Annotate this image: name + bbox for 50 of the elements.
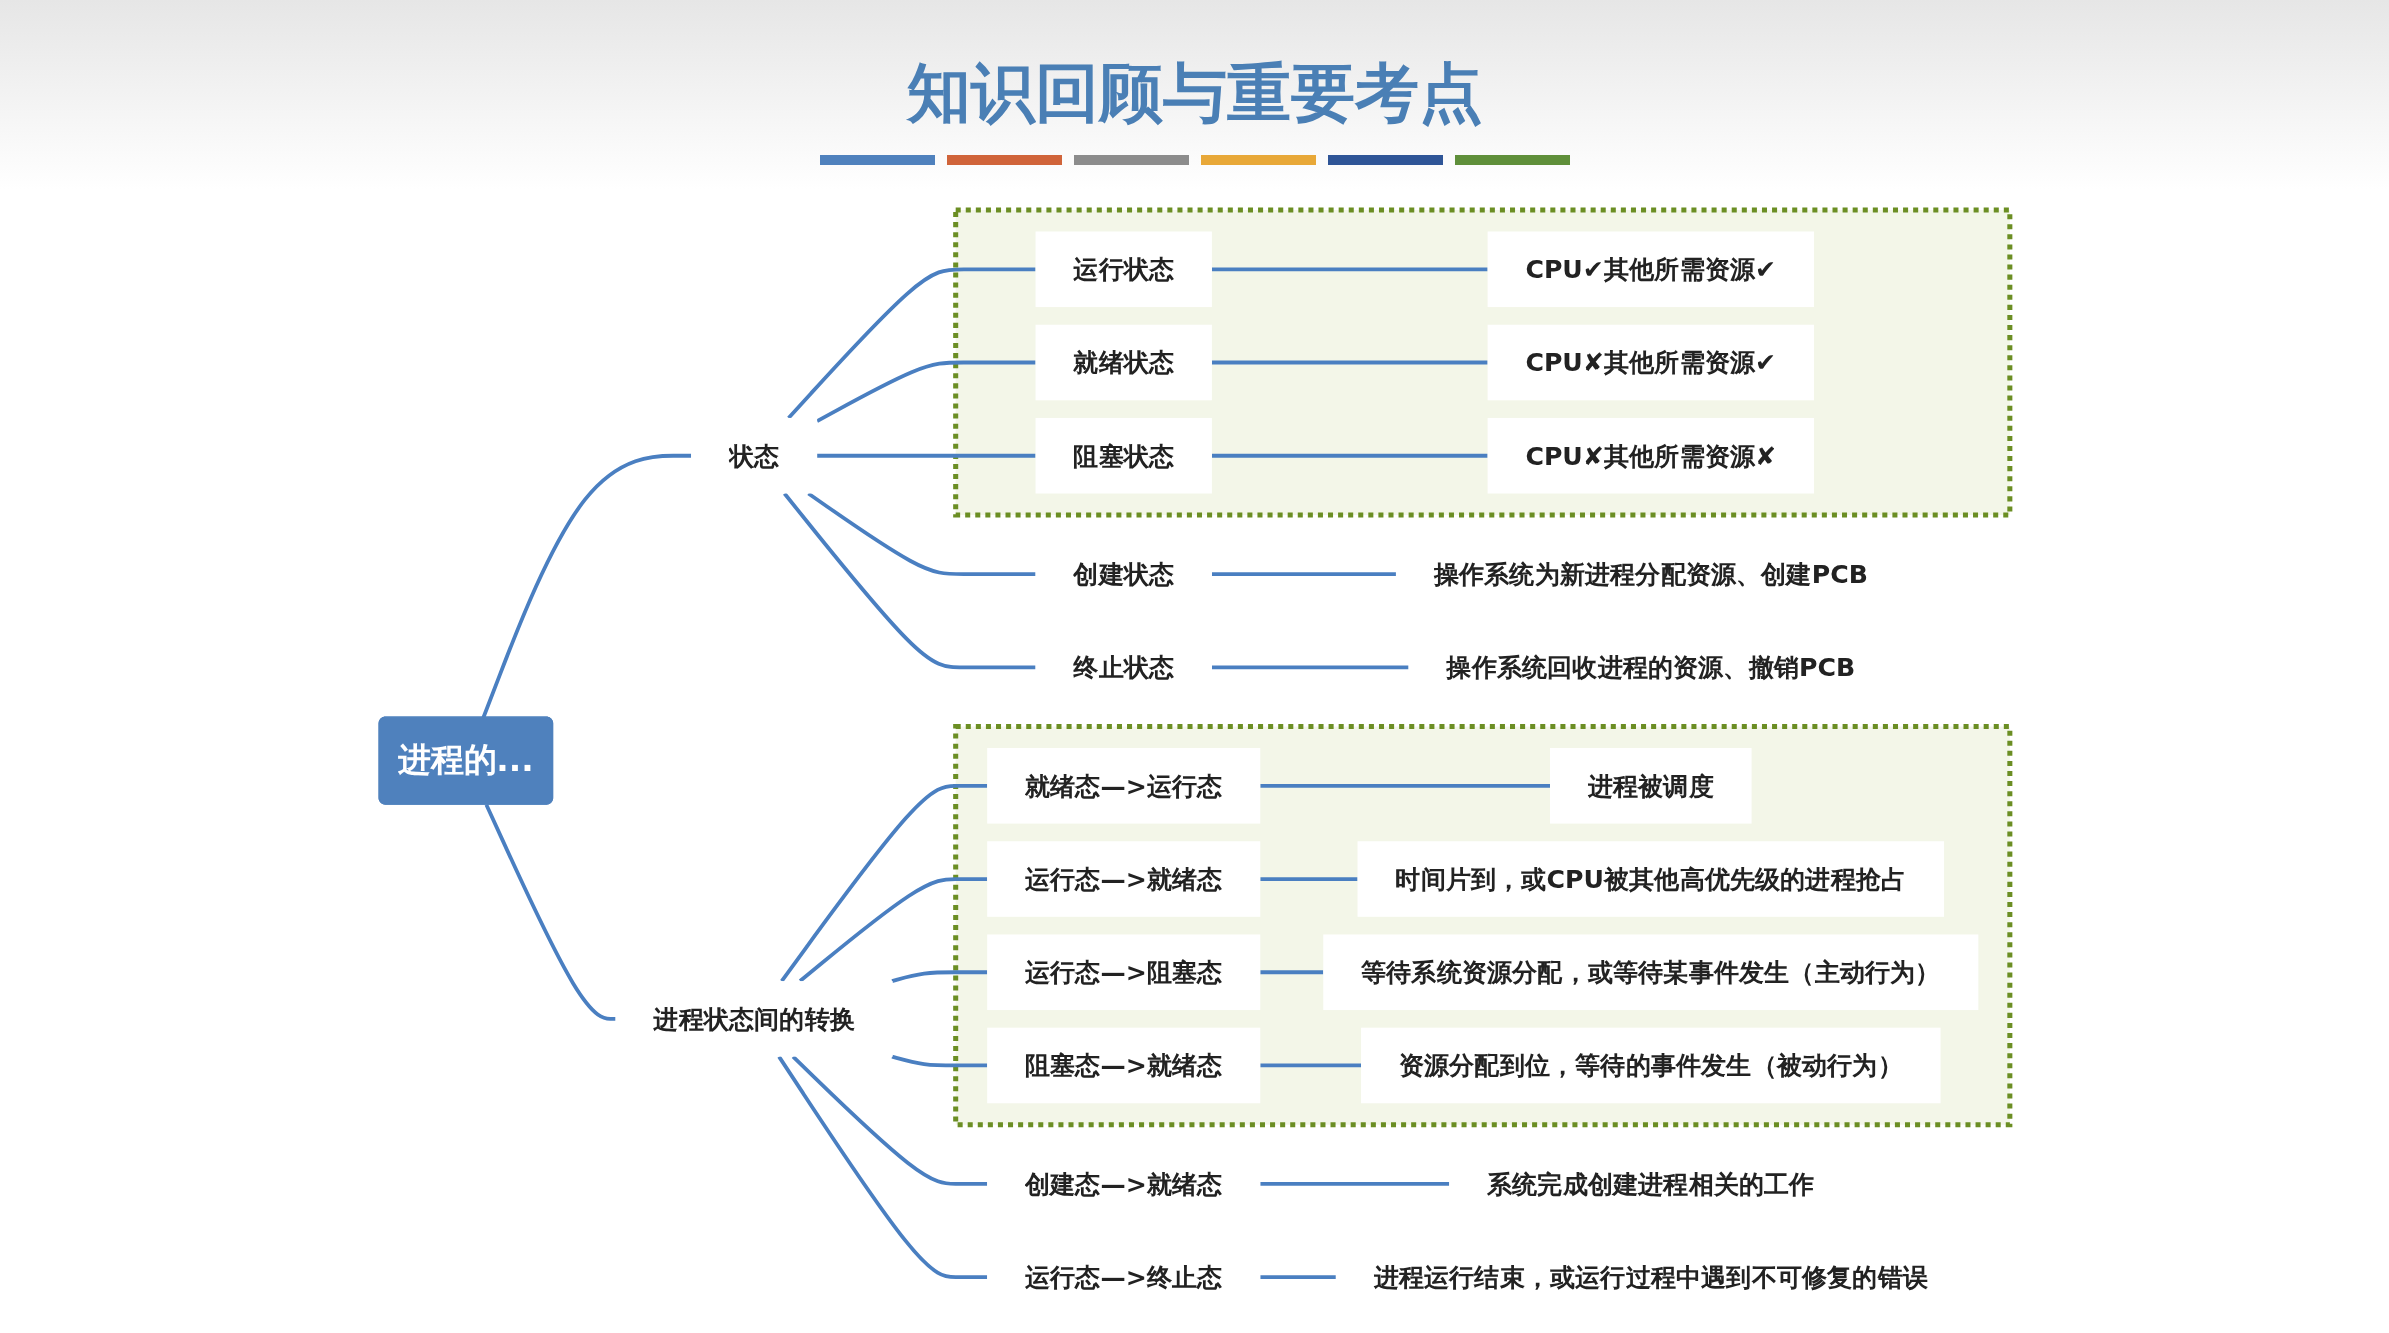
node-box: 等待系统资源分配，或等待某事件发生（主动行为）: [1323, 934, 1979, 1011]
connector: [481, 453, 692, 719]
connector: [1260, 877, 1358, 881]
connector: [798, 877, 988, 983]
node-box: 就绪状态: [1035, 324, 1212, 401]
node-text: 创建态—>就绪态: [1024, 1168, 1223, 1200]
node-box: 阻塞态—>就绪态: [987, 1027, 1261, 1104]
connector: [1260, 1275, 1336, 1280]
connector: [816, 360, 1036, 423]
node-text: 创建状态: [1073, 559, 1175, 590]
connector: [1211, 572, 1396, 577]
node-box: CPU✘其他所需资源✘: [1487, 417, 1814, 494]
node-text: 系统完成创建进程相关的工作: [1487, 1168, 1815, 1200]
node-box: 运行态—>阻塞态: [987, 934, 1261, 1011]
connector: [1211, 453, 1488, 458]
connector: [1260, 1063, 1362, 1068]
cluster: [953, 724, 2013, 1128]
connector: [1260, 1182, 1450, 1186]
connector: [1211, 665, 1409, 670]
node-box: 进程被调度: [1550, 748, 1752, 824]
node-text: 进程状态间的转换: [653, 1003, 855, 1034]
connector: [817, 453, 1036, 458]
connector: [783, 492, 1036, 670]
node-box: 资源分配到位，等待的事件发生（被动行为）: [1361, 1027, 1941, 1104]
connector: [807, 491, 1036, 577]
node-box: 运行态—>就绪态: [987, 841, 1261, 917]
connector: [1211, 267, 1488, 272]
node-text: 进程运行结束，或运行过程中遇到不可修复的错误: [1373, 1262, 1928, 1293]
connector: [891, 1054, 988, 1068]
connector: [891, 970, 988, 983]
node-box: 就绪态—>运行态: [987, 748, 1261, 824]
title: 知识回顾与重要考点: [906, 55, 1483, 132]
node-box: 时间片到，或CPU被其他高优先级的进程抢占: [1357, 841, 1945, 917]
node-box: CPU✔其他所需资源✔: [1487, 231, 1814, 308]
connector: [1260, 783, 1550, 788]
node-text: 操作系统回收进程的资源、撤销PCB: [1446, 652, 1856, 683]
connector: [787, 267, 1036, 420]
node-text: 运行态—>终止态: [1024, 1262, 1223, 1293]
node-text: 终止状态: [1073, 652, 1175, 683]
connector: [484, 803, 616, 1021]
cluster: [953, 207, 2013, 518]
node-box: CPU✘其他所需资源✔: [1487, 324, 1814, 401]
connector: [1260, 970, 1324, 975]
connector: [791, 1055, 988, 1186]
node-box: 阻塞状态: [1035, 417, 1212, 494]
node-box: 运行状态: [1035, 231, 1212, 308]
connector: [1211, 360, 1488, 365]
node-text: 操作系统为新进程分配资源、创建PCB: [1433, 559, 1868, 590]
connector: [777, 1055, 988, 1280]
connector: [780, 783, 988, 983]
